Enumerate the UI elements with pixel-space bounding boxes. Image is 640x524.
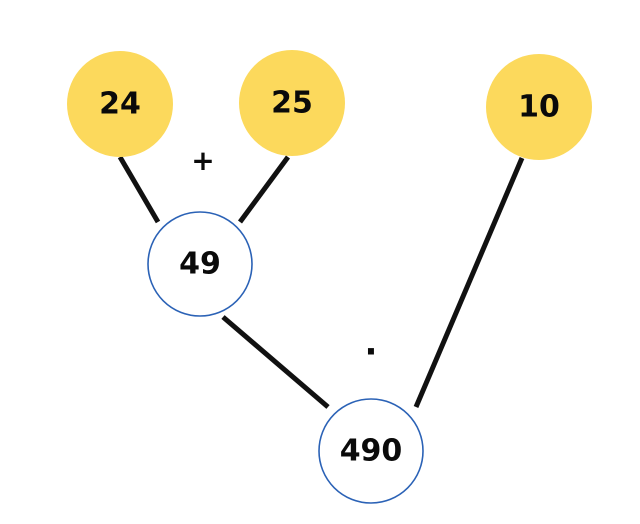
input-value: 10	[518, 90, 560, 125]
result-value: 49	[179, 247, 221, 282]
input-node-25: 25	[239, 50, 345, 156]
result-node-490: 490	[318, 398, 424, 504]
input-node-10: 10	[486, 54, 592, 160]
result-node-49: 49	[147, 211, 253, 317]
plus-operator: +	[191, 144, 214, 177]
edge-10-to-490	[413, 157, 525, 408]
multiply-operator: ·	[365, 332, 378, 372]
result-value: 490	[340, 434, 403, 469]
input-value: 25	[271, 86, 313, 121]
result-circle	[147, 211, 253, 317]
input-circle	[486, 54, 592, 160]
edge-25-to-49	[237, 155, 291, 224]
input-value: 24	[99, 87, 141, 122]
input-circle	[67, 51, 173, 157]
input-node-24: 24	[67, 51, 173, 157]
result-circle	[318, 398, 424, 504]
input-circle	[239, 50, 345, 156]
edge-24-to-49	[117, 155, 161, 224]
edge-49-to-490	[221, 315, 330, 409]
